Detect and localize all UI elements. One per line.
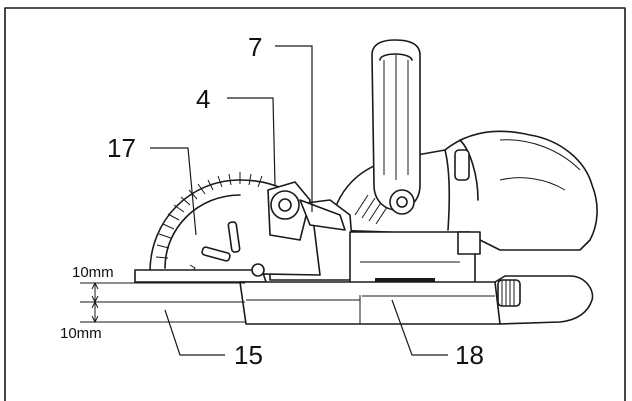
leader-17 [150,147,197,236]
base-plate [239,275,594,325]
adjust-knob [267,181,346,241]
leader-4 [227,97,276,186]
figure-frame [4,7,626,401]
callout-18: 18 [455,340,484,370]
callout-7: 7 [248,32,262,62]
callout-15: 15 [234,340,263,370]
leader-15 [164,309,225,356]
callout-17: 17 [107,133,136,163]
angle-scale [155,172,263,269]
leader-7 [275,45,313,212]
dimension-lines [80,281,245,324]
dimension-label-bottom: 10mm [60,325,102,342]
leader-lines [150,45,448,356]
callout-4: 4 [196,84,210,114]
leader-18 [391,299,448,356]
dimension-label-top: 10mm [72,264,114,281]
top-handle [371,39,421,215]
handle-knob [389,189,415,215]
